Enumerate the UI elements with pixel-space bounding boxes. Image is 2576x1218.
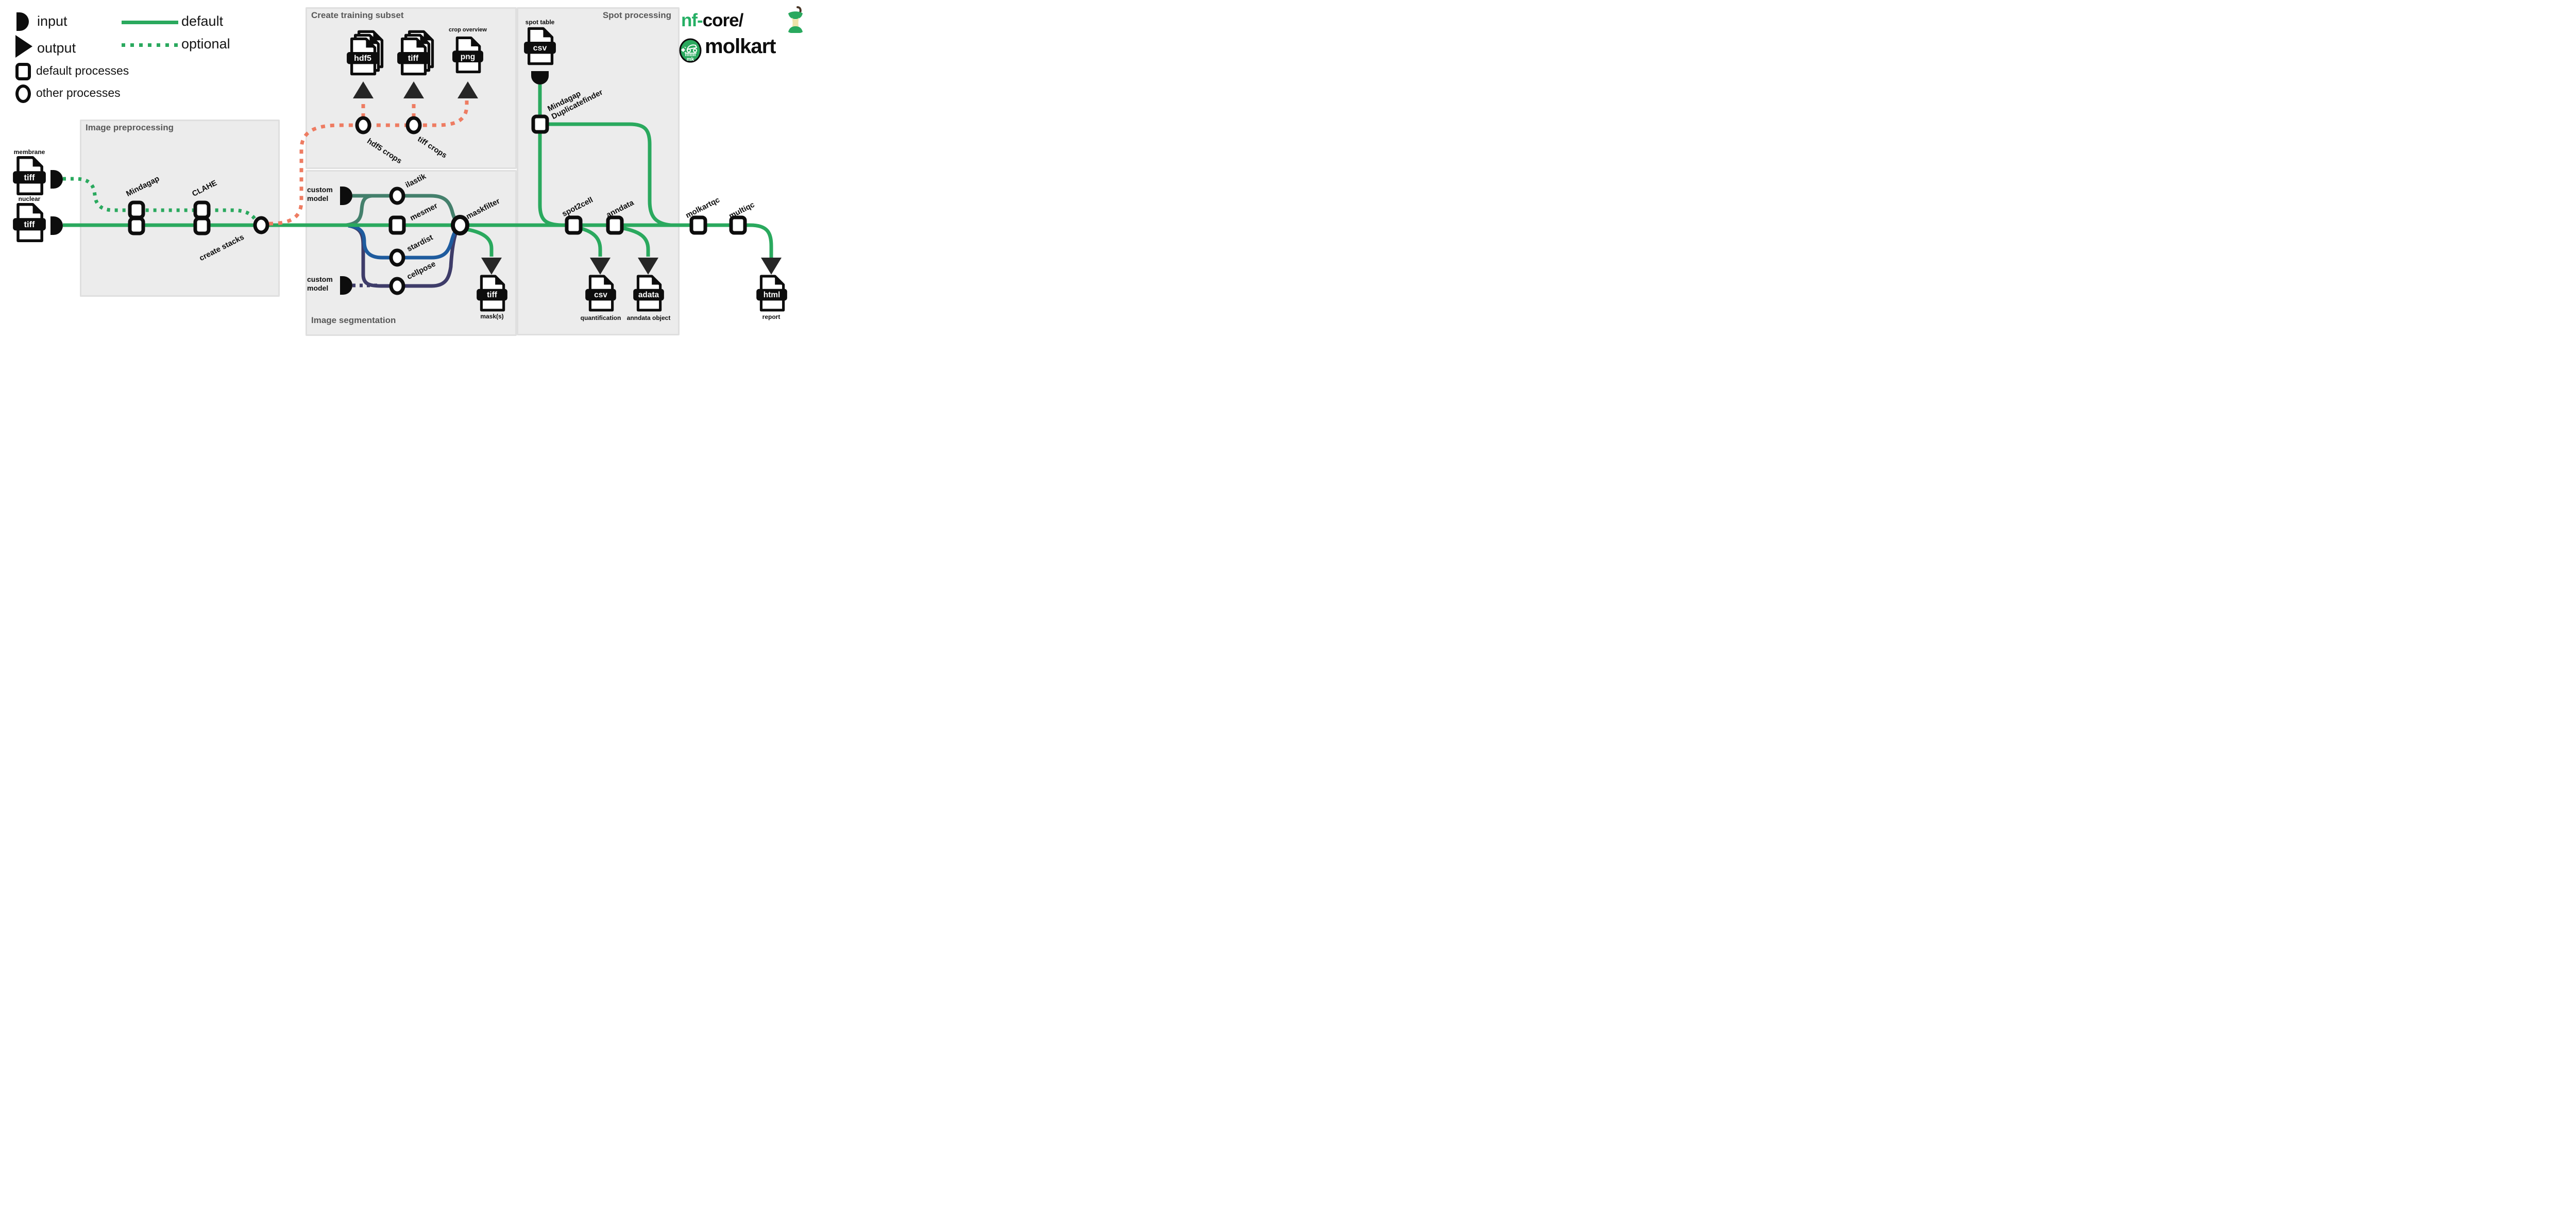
report-format-label: html (764, 291, 781, 299)
node-mindagap-bottom (128, 216, 145, 235)
legend-default-line-icon (122, 21, 178, 24)
tiff-format-label: tiff (408, 54, 419, 63)
badge-mk-label: mk (687, 57, 694, 62)
panel-image-preprocessing (80, 120, 280, 297)
spot-table-caption: spot table (525, 19, 555, 26)
legend-other-processes-label: other processes (36, 86, 121, 99)
node-clahe-top (193, 200, 211, 219)
quantification-csv-file-icon: csv (585, 275, 616, 312)
adata-output-arrow (638, 258, 658, 275)
nuclear-tiff-file-icon: tiff (13, 203, 46, 242)
masks-caption: mask(s) (480, 313, 504, 320)
logo-nf-core: nf-core/ (681, 10, 743, 31)
legend-output-label: output (37, 40, 76, 56)
node-cellpose (389, 277, 405, 295)
logo-dash: - (697, 10, 703, 30)
legend-optional-line-label: optional (181, 36, 230, 52)
title-image-preprocessing: Image preprocessing (86, 123, 174, 132)
node-ilastik (389, 187, 405, 205)
legend-default-process-icon (15, 63, 31, 80)
adata-format-label: adata (638, 291, 659, 299)
edge-membrane-optional (63, 177, 258, 222)
crop-overview-caption: crop overview (449, 27, 487, 33)
logo-nf: nf (681, 10, 698, 30)
masks-format-label: tiff (487, 291, 498, 299)
title-spot-processing: Spot processing (602, 10, 671, 20)
node-maskfilter (451, 215, 469, 235)
node-hdf5-crops (355, 116, 371, 134)
masks-tiff-file-icon: tiff (477, 275, 507, 312)
node-anndata (606, 215, 624, 235)
membrane-tiff-file-icon: tiff (13, 156, 46, 195)
membrane-caption: membrane (13, 148, 45, 156)
node-mesmer (388, 215, 406, 235)
edge-duplicatefinder-to-spot2cell (538, 132, 562, 227)
node-multiqc (729, 215, 747, 235)
apple-core-icon (788, 6, 803, 33)
tiff-stack-front: tiff (397, 37, 429, 76)
edge-main (63, 223, 773, 258)
nuclear-caption: nuclear (18, 195, 41, 202)
spot-table-input-icon (531, 71, 549, 84)
node-duplicatefinder (531, 114, 549, 134)
logo-molkart: molkart (705, 35, 776, 58)
tiff-output-arrow (403, 81, 424, 98)
edge-maskfilter-masks (463, 227, 494, 257)
legend-default-line-label: default (181, 13, 224, 29)
title-create-training-subset: Create training subset (311, 10, 404, 20)
report-html-file-icon: html (756, 275, 787, 312)
pipeline-lines (63, 84, 773, 295)
png-output-arrow (457, 81, 478, 98)
edge-duplicatefinder-bypass (547, 122, 671, 227)
custom-model-label-ilastik: custom model (307, 185, 333, 202)
report-output-arrow (761, 258, 782, 275)
logo-core: core/ (702, 10, 744, 30)
hdf5-stack-file-icon: hdf5 (346, 30, 387, 77)
edge-create-stacks-crops-optional (268, 100, 469, 226)
legend-default-processes-label: default processes (36, 64, 129, 77)
hdf5-stack-front: hdf5 (347, 37, 379, 76)
nuclear-format-label: tiff (24, 220, 35, 229)
pipeline-diagram: Image preprocessing Create training subs… (0, 0, 808, 340)
spot-table-format-label: csv (533, 44, 547, 53)
adata-file-icon: adata (633, 275, 664, 312)
png-file-icon: png (452, 36, 483, 74)
quantification-format-label: csv (594, 291, 607, 299)
legend-optional-line-icon (122, 43, 178, 47)
adata-caption: anndata object (626, 314, 671, 322)
edge-main-to-ilastik (346, 194, 372, 227)
node-stardist (389, 248, 405, 267)
molkart-badge-icon: mk (679, 38, 702, 63)
hdf5-format-label: hdf5 (354, 54, 371, 63)
membrane-format-label: tiff (24, 173, 35, 182)
hdf5-output-arrow (353, 81, 374, 98)
node-clahe-bottom (193, 216, 211, 235)
masks-output-arrow (481, 258, 502, 275)
custom-model-label-cellpose: custom model (307, 275, 333, 292)
tiff-stack-file-icon: tiff (397, 30, 438, 77)
report-caption: report (762, 313, 781, 320)
legend-other-process-icon (15, 84, 31, 103)
png-format-label: png (461, 53, 475, 61)
quantification-output-arrow (590, 258, 611, 275)
title-image-segmentation: Image segmentation (311, 315, 396, 325)
node-spot2cell (565, 215, 583, 235)
node-mindagap-top (128, 200, 145, 219)
legend-output-icon (15, 35, 32, 58)
spot-table-csv-file-icon: csv (524, 27, 556, 65)
edge-ilastik-path (352, 194, 462, 227)
edge-stardist-path (348, 224, 462, 260)
node-molkartqc (689, 215, 707, 235)
edge-anndata-adata (617, 225, 650, 257)
legend-input-label: input (37, 13, 67, 29)
node-tiff-crops (405, 116, 422, 134)
quantification-caption: quantification (580, 314, 621, 322)
node-create-stacks (253, 216, 269, 234)
